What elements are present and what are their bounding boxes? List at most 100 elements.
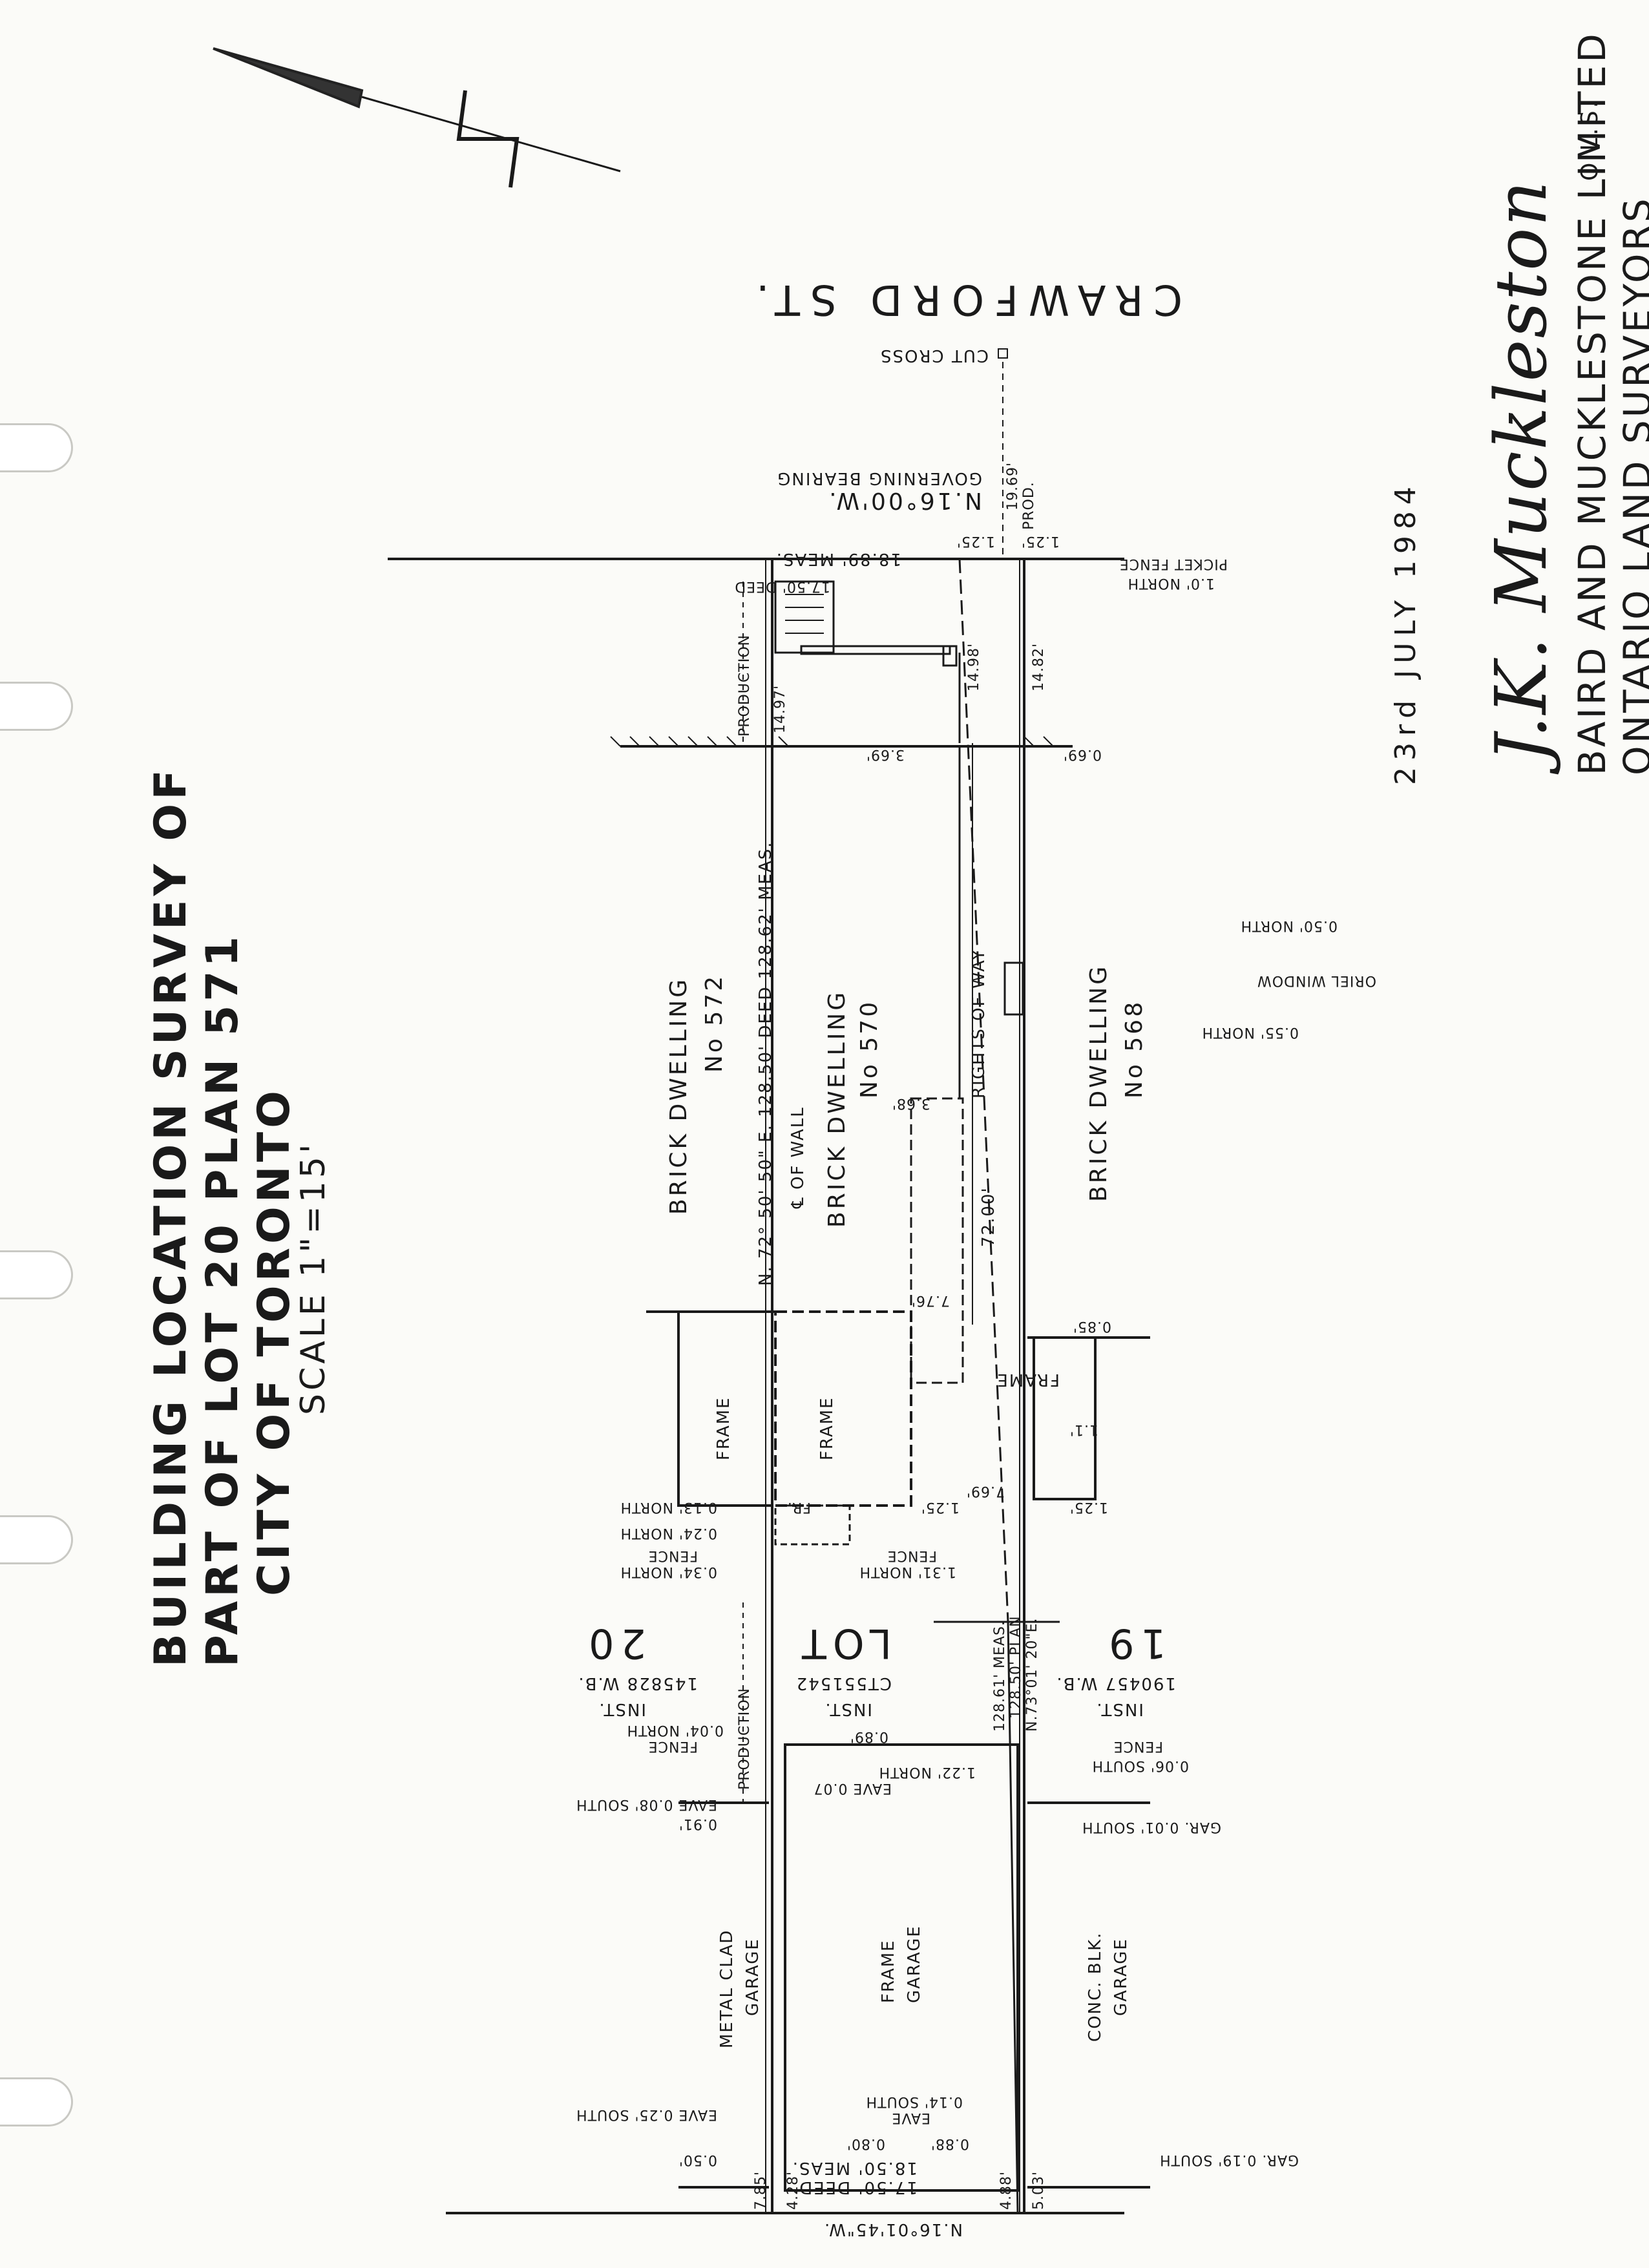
rights-of-way-line: [958, 558, 1009, 1622]
bearing-line-label: N. 72° 50' 50" E. 128.50' DEED 128.62' M…: [756, 841, 775, 1286]
rights-of-way-label: RIGHTS OF WAY: [969, 949, 989, 1098]
surveyor-signature: J.K. Muckleston: [1480, 179, 1562, 762]
binder-hole: [0, 2077, 73, 2126]
inst-center-number: CT551542: [795, 1674, 892, 1693]
metal-garage-label: GARAGE: [743, 1938, 762, 2016]
dim-label: 5.03': [1031, 2170, 1047, 2210]
dim-label: 1.25': [1069, 1499, 1108, 1515]
oriel-window-note: ORIEL WINDOW: [1257, 972, 1376, 989]
eave-note: 0.14' SOUTH: [865, 2094, 963, 2110]
rights-of-way-dim: 72.00': [979, 1186, 998, 1247]
dim-label: 19.69': [1005, 461, 1021, 510]
building-570-label: BRICK DWELLING: [824, 989, 850, 1228]
dim-label: 1.25': [1020, 533, 1060, 549]
eave-note: EAVE 0.08' SOUTH: [576, 1796, 717, 1812]
north-offset-note: 0.04' NORTH: [626, 1722, 724, 1738]
eave-note: EAVE 0.25' SOUTH: [576, 2106, 717, 2123]
north-offset-note: 0.34' NORTH: [620, 1564, 717, 1580]
wall-centre-label: ℄ OF WALL: [788, 1106, 808, 1208]
frame-garage: [784, 1743, 1019, 2192]
dim-label: 14.97': [772, 684, 788, 733]
rear-deed: 17.50' DEED: [798, 2178, 918, 2197]
governing-bearing-value: N.16°00'W.: [826, 487, 982, 514]
south-offset-note: 0.06' SOUTH: [1091, 1758, 1189, 1774]
front-deed: 17.50' DEED: [734, 578, 830, 594]
inst-19-number: 190457 W.B.: [1055, 1674, 1176, 1693]
lot-20-number: 20: [582, 1620, 646, 1667]
garage-offset-note: GAR. 0.19' SOUTH: [1159, 2152, 1299, 2168]
lot-label: LOT: [795, 1620, 892, 1667]
frame-addition: [1033, 1336, 1097, 1500]
frame-garage-label: GARAGE: [905, 1925, 924, 2003]
title-line-1: BUILDING LOCATION SURVEY OF: [145, 766, 196, 1667]
dim-label: PROD.: [1021, 481, 1037, 530]
metal-garage-label: METAL CLAD: [717, 1929, 737, 2048]
title-scale: SCALE 1"=15': [294, 1140, 333, 1415]
front-meas: 18.89' MEAS.: [775, 549, 901, 569]
dim-label: 14.98': [966, 642, 982, 691]
dim-label: 4.28': [785, 2170, 801, 2210]
dim-label: 0.89': [849, 1728, 888, 1745]
dim-label: 0.69': [1062, 746, 1102, 762]
rear-bearing: N.16°01'45"W.: [823, 2220, 963, 2239]
firm-subtitle: ONTARIO LAND SURVEYORS: [1615, 196, 1649, 775]
binder-hole: [0, 423, 73, 472]
dim-label: 0.85': [1072, 1318, 1111, 1334]
eave-note: EAVE 0.07: [813, 1780, 892, 1796]
north-offset-note: 0.13' NORTH: [620, 1499, 717, 1515]
title-line-2: PART OF LOT 20 PLAN 571: [197, 932, 248, 1667]
binder-hole: [0, 1515, 73, 1564]
dim-label: 1.25': [956, 533, 995, 549]
dim-label: 14.82': [1031, 642, 1047, 691]
production-bottom: PRODUCTION: [737, 1688, 753, 1790]
rear-meas: 18.50' MEAS.: [791, 2158, 918, 2178]
building-568-number: No 568: [1121, 999, 1148, 1098]
fence-note: FENCE: [647, 1548, 698, 1564]
conc-garage-label: CONC. BLK.: [1086, 1931, 1105, 2042]
lot19-plan: 128.50' PLAN: [1008, 1615, 1024, 1719]
building-570-number: No 570: [856, 999, 883, 1098]
frame-addition: [677, 1310, 773, 1507]
dim-label: 7.85': [753, 2170, 769, 2210]
picket-fence-offset: 1.0' NORTH: [1127, 575, 1215, 591]
dim-label: 3.69': [865, 746, 905, 762]
survey-date: 23rd JULY 1984: [1389, 480, 1422, 785]
dim-label: 0.50': [678, 2152, 717, 2168]
street-name: CRAWFORD ST.: [746, 275, 1182, 323]
binder-hole: [0, 682, 73, 731]
firm-name: BAIRD AND MUCKLESTONE LIMITED: [1570, 31, 1614, 775]
production-top: PRODUCTION: [737, 635, 753, 737]
cut-cross-label: CUT CROSS: [879, 346, 989, 365]
fence-note: FENCE: [1113, 1738, 1163, 1754]
building-572-number: No 572: [701, 973, 728, 1073]
dim-label: 0.80': [846, 2136, 885, 2152]
garage-offset-note: GAR. 0.01' SOUTH: [1082, 1819, 1221, 1835]
frame-addition: [774, 1310, 912, 1507]
dim-label: 7.76': [910, 1292, 950, 1308]
frame-garage-label: FRAME: [879, 1939, 898, 2003]
lot19-meas: 128.61' MEAS.: [992, 1621, 1008, 1732]
dim-label: 0.88': [930, 2136, 969, 2152]
north-arrow-icon: [213, 47, 621, 188]
conc-garage-label: GARAGE: [1111, 1938, 1131, 2016]
north-offset-note: 0.55' NORTH: [1201, 1024, 1299, 1040]
dim-label: 3.68': [891, 1095, 930, 1111]
dim-label: 1.1': [1069, 1422, 1098, 1438]
porch-steps: [774, 580, 835, 654]
dim-label: 1.25': [920, 1499, 960, 1515]
lot19-bearing: N.73°01' 20"E.: [1024, 1617, 1040, 1732]
inst-20-number: 145828 W.B.: [577, 1674, 698, 1693]
lot-19-number: 19: [1102, 1620, 1166, 1667]
north-offset-note: 0.50' NORTH: [1240, 918, 1338, 934]
north-offset-note: 1.31' NORTH: [859, 1564, 956, 1580]
frame-label: FRAME: [817, 1396, 837, 1460]
frame-label: FRAME: [714, 1396, 733, 1460]
frame-label: FRAME: [996, 1370, 1060, 1389]
eave-note: EAVE: [891, 2110, 931, 2126]
picket-fence-note: PICKET FENCE: [1119, 556, 1228, 572]
north-offset-note: 1.22' NORTH: [878, 1764, 976, 1780]
binder-hole: [0, 1250, 73, 1299]
inst-19-label: INST.: [1095, 1699, 1144, 1719]
